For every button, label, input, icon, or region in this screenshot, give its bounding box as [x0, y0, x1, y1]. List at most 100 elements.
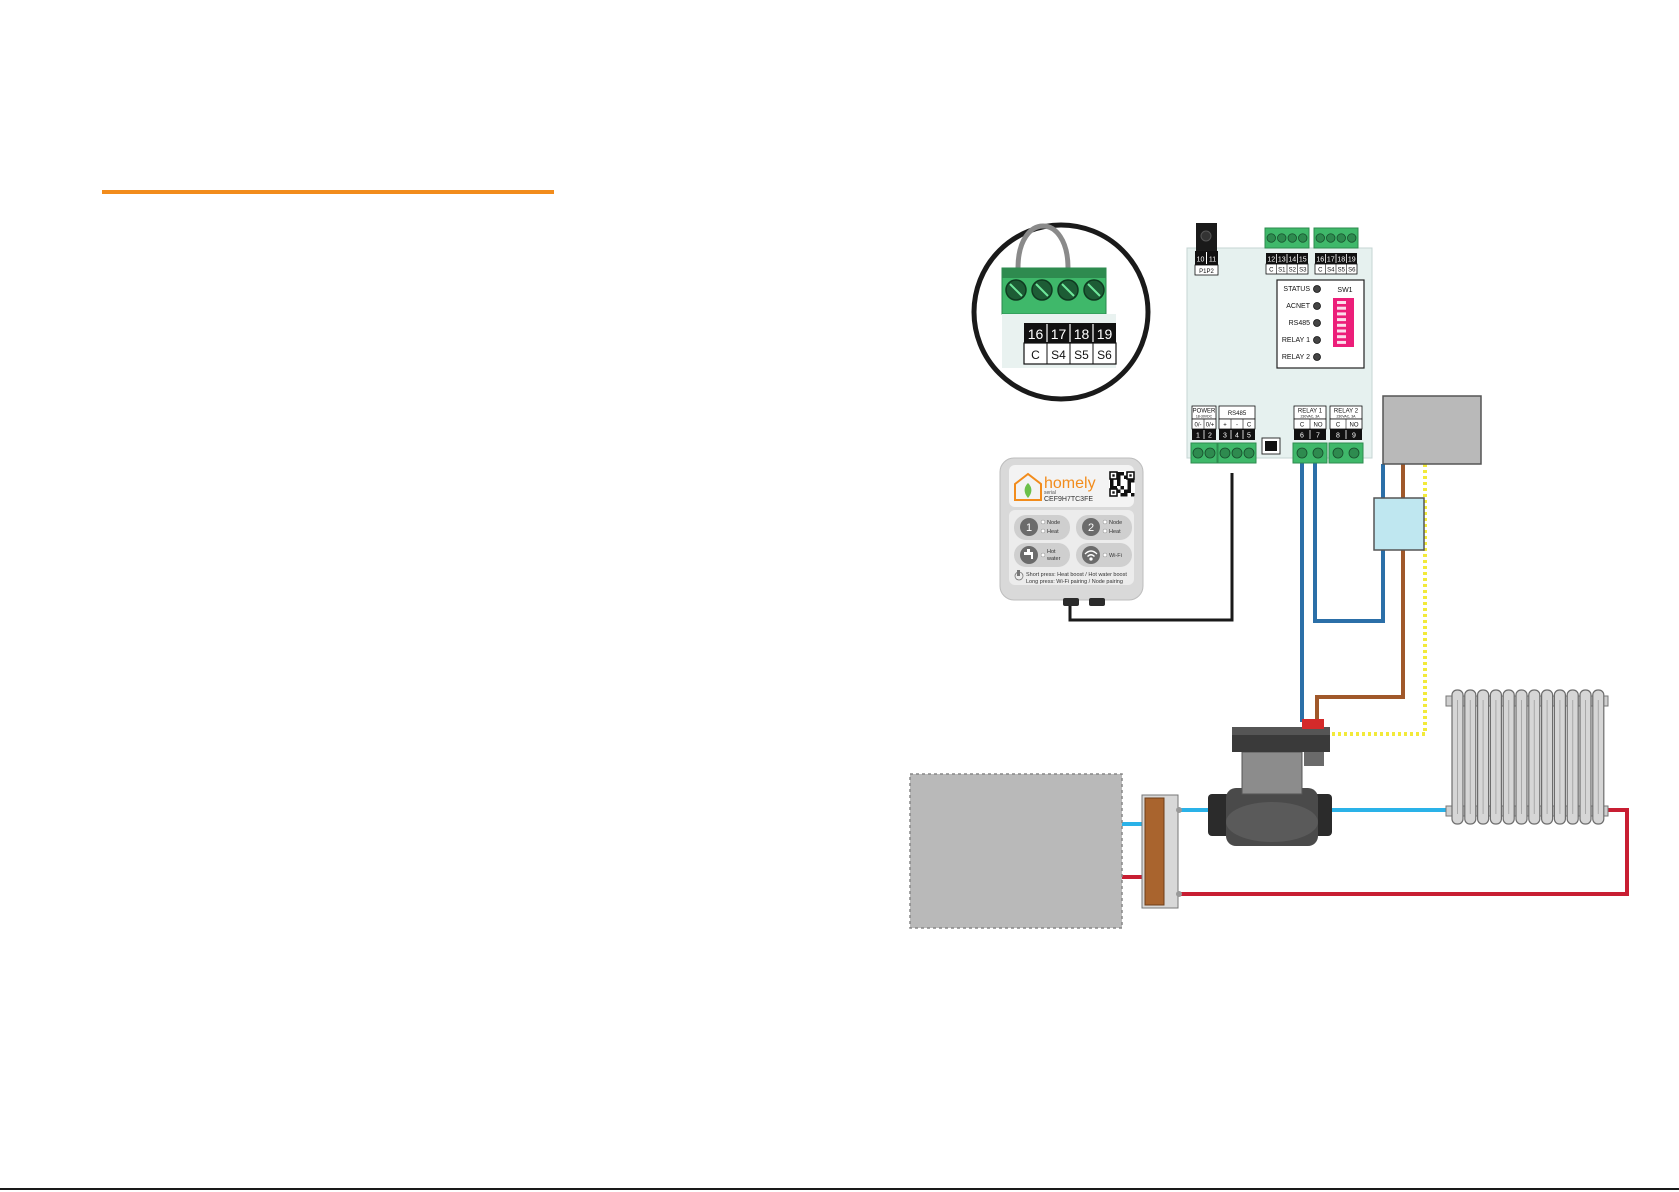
p1p2-number-10: 10 — [1197, 257, 1205, 264]
p1p2-number-11: 11 — [1209, 257, 1216, 264]
junction-box — [1373, 497, 1425, 551]
zone2-button[interactable]: 2 Node Heat — [1076, 515, 1132, 540]
inset-terminal-number: 18 — [1074, 326, 1090, 342]
led-indicator-icon — [1313, 285, 1321, 293]
block-sub: 230VAC, 3A — [1336, 415, 1356, 419]
terminal-number: 3 — [1223, 433, 1227, 440]
inset-terminal-number: 19 — [1097, 326, 1113, 342]
block-title: RELAY 2 — [1334, 409, 1359, 415]
terminal-number: 8 — [1336, 433, 1340, 440]
earth-wire-yellow — [1325, 464, 1427, 736]
inset-terminal-label: S5 — [1074, 348, 1089, 362]
tap-icon — [1024, 549, 1033, 559]
rs485-cable — [1068, 473, 1234, 622]
pin-label: C — [1247, 423, 1252, 429]
terminal-number: 6 — [1300, 433, 1304, 440]
qr-code-icon — [1109, 471, 1135, 497]
pin-label: NO — [1314, 423, 1323, 429]
terminal-number: 1 — [1196, 433, 1200, 440]
terminal-number: 19 — [1348, 257, 1356, 264]
led-label: STATUS — [1283, 286, 1310, 293]
terminal-number: 2 — [1208, 433, 1212, 440]
zone1-heat-label: Heat — [1047, 529, 1059, 535]
pin-label: + — [1223, 423, 1227, 429]
led-indicator-icon — [1313, 353, 1321, 361]
zone2-node-label: Node — [1109, 520, 1122, 526]
p1p2-numbers: 10 11 P1P2 — [1194, 251, 1219, 276]
pin-label: C — [1336, 423, 1341, 429]
boiler-box — [909, 773, 1123, 929]
wifi-label: Wi-Fi — [1109, 553, 1122, 559]
block-sub: 18-30VDC — [1196, 415, 1213, 419]
terminal-number: 17 — [1327, 257, 1335, 264]
terminal-number: 4 — [1235, 433, 1239, 440]
hot-water-label-line1: Hot — [1047, 549, 1056, 555]
zone1-button[interactable]: 1 Node Heat — [1014, 515, 1070, 540]
block-title: RELAY 1 — [1298, 409, 1323, 415]
terminal-label: C — [1318, 268, 1323, 274]
terminal-label: S6 — [1348, 268, 1356, 274]
accent-rule — [102, 190, 554, 194]
circulation-pump — [1208, 719, 1332, 846]
terminal-label: S1 — [1278, 268, 1286, 274]
inset-terminal-label: S4 — [1051, 348, 1066, 362]
heat-exchanger — [1141, 794, 1182, 909]
pin-label: - — [1236, 423, 1238, 429]
terminal-number: 14 — [1288, 257, 1296, 264]
led-label: RELAY 1 — [1282, 337, 1310, 344]
terminal-label: S4 — [1327, 268, 1335, 274]
splice-to-pump-brown — [1315, 550, 1405, 722]
bottom-rule — [0, 1188, 1679, 1190]
terminal-number: 5 — [1247, 433, 1251, 440]
terminal-label: C — [1269, 268, 1274, 274]
external-device-box — [1382, 395, 1482, 465]
instruction-long-press: Long press: Wi-Fi pairing / Node pairing — [1026, 579, 1123, 585]
led-indicator-icon — [1313, 319, 1321, 327]
p1p2-label: P1P2 — [1199, 269, 1214, 275]
homely-device: homely serial CEF9H7TC3FE 1 Node Heat 2 … — [999, 457, 1144, 606]
terminal-label: S2 — [1289, 268, 1297, 274]
relay1-no-wire-blue — [1313, 462, 1385, 623]
zone1-node-label: Node — [1047, 520, 1060, 526]
terminal-number: 9 — [1352, 433, 1356, 440]
inset-terminal-number: 17 — [1051, 326, 1067, 342]
led-label: RS485 — [1289, 320, 1311, 327]
led-label: RELAY 2 — [1282, 354, 1310, 361]
terminal-number: 18 — [1337, 257, 1345, 264]
inset-terminal-label: S6 — [1097, 348, 1112, 362]
wires — [1068, 462, 1427, 736]
block-title: RS485 — [1228, 411, 1247, 417]
block-title: POWER — [1193, 409, 1216, 415]
pin-label: 0/+ — [1206, 423, 1215, 429]
wifi-icon — [1084, 550, 1098, 561]
terminal-label: S5 — [1338, 268, 1346, 274]
pipes — [1122, 808, 1629, 896]
hot-water-button[interactable]: Hot water — [1014, 543, 1070, 567]
hot-water-label-line2: water — [1046, 556, 1061, 562]
homely-logo-icon — [1014, 472, 1042, 501]
terminal-number: 12 — [1267, 257, 1275, 264]
switch-label: SW1 — [1337, 287, 1352, 294]
inset-terminal-label: C — [1031, 348, 1040, 362]
terminal-label: S3 — [1299, 268, 1307, 274]
radiator — [1445, 689, 1609, 825]
pin-label: NO — [1350, 423, 1359, 429]
instruction-short-press: Short press: Heat boost / Hot water boos… — [1026, 572, 1127, 578]
zone2-heat-label: Heat — [1109, 529, 1121, 535]
terminal-number: 7 — [1316, 433, 1320, 440]
zone1-number: 1 — [1026, 522, 1032, 534]
block-sub: 230VAC, 3A — [1300, 415, 1320, 419]
hand-press-icon — [1014, 570, 1024, 581]
pin-label: C — [1300, 423, 1305, 429]
led-label: ACNET — [1286, 303, 1310, 310]
wifi-button[interactable]: Wi-Fi — [1076, 543, 1132, 567]
inset-terminal-number: 16 — [1028, 326, 1044, 342]
